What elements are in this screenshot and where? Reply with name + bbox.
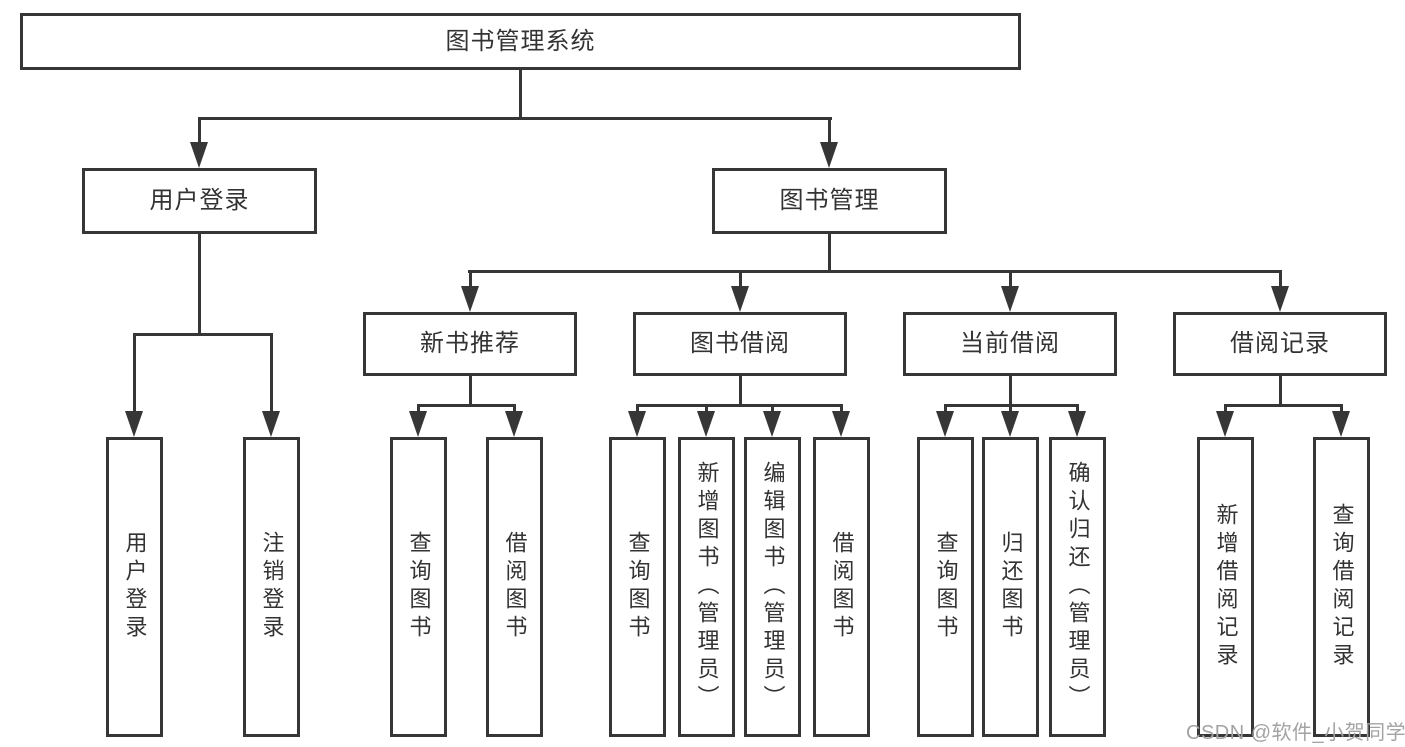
node-new-book-recommendation: 新书推荐 <box>363 312 577 376</box>
connector-l3-drop1 <box>469 272 472 288</box>
connector-g2-hline <box>636 404 843 407</box>
leaf-borrow-book-borrowing-label: 借阅图书 <box>829 531 855 643</box>
node-borrowing-records: 借阅记录 <box>1173 312 1387 376</box>
connector-bookmgmt-stub <box>828 233 831 272</box>
connector-l3-drop3 <box>1009 272 1012 288</box>
leaf-query-borrow-record-label: 查询借阅记录 <box>1329 503 1355 671</box>
leaf-add-book-admin: 新增图书（管理员） <box>678 437 735 737</box>
connector-leaf-stub <box>771 406 774 415</box>
arrow-down-icon <box>1332 411 1350 437</box>
connector-g2-stub <box>739 375 742 406</box>
arrow-down-icon <box>763 411 781 437</box>
leaf-return-book: 归还图书 <box>982 437 1039 737</box>
connector-leaf-stub <box>417 406 420 415</box>
connector-leaf-stub <box>1340 406 1343 415</box>
node-user-login-label: 用户登录 <box>149 187 250 214</box>
connector-leaf-stub <box>636 406 639 415</box>
leaf-user-login-label: 用户登录 <box>122 531 148 643</box>
node-borrowing-records-label: 借阅记录 <box>1230 330 1330 357</box>
arrow-down-icon <box>832 411 850 437</box>
arrow-down-icon <box>1001 411 1019 437</box>
connector-leaf-stub <box>944 406 947 415</box>
node-root-label: 图书管理系统 <box>445 27 596 55</box>
leaf-confirm-return-admin: 确认归还（管理员） <box>1049 437 1106 737</box>
node-current-borrowing-label: 当前借阅 <box>960 330 1060 357</box>
node-current-borrowing: 当前借阅 <box>903 312 1117 376</box>
leaf-user-login: 用户登录 <box>106 437 163 737</box>
connector-l2-drop-right <box>828 119 831 145</box>
leaf-query-book-current-label: 查询图书 <box>933 531 959 643</box>
arrow-down-icon <box>125 411 143 437</box>
connector-userlogin-drop1 <box>133 335 136 413</box>
leaf-query-book-recommend-label: 查询图书 <box>406 531 432 643</box>
connector-leaf-stub <box>840 406 843 415</box>
connector-g4-stub <box>1279 375 1282 406</box>
csdn-watermark: CSDN @软件_小贺同学 <box>1186 722 1405 744</box>
leaf-return-book-label: 归还图书 <box>998 531 1024 643</box>
leaf-borrow-book-recommend-label: 借阅图书 <box>502 531 528 643</box>
leaf-add-borrow-record-label: 新增借阅记录 <box>1213 503 1239 671</box>
arrow-down-icon <box>731 286 749 312</box>
connector-userlogin-hline <box>133 333 273 336</box>
node-root: 图书管理系统 <box>20 13 1021 70</box>
leaf-edit-book-admin: 编辑图书（管理员） <box>744 437 801 737</box>
leaf-edit-book-admin-label: 编辑图书（管理员） <box>760 461 786 713</box>
node-book-management: 图书管理 <box>712 168 947 234</box>
arrow-down-icon <box>190 142 208 168</box>
connector-g3-stub <box>1009 375 1012 406</box>
arrow-down-icon <box>697 411 715 437</box>
leaf-confirm-return-admin-label: 确认归还（管理员） <box>1065 461 1091 713</box>
leaf-borrow-book-recommend: 借阅图书 <box>486 437 543 737</box>
arrow-down-icon <box>409 411 427 437</box>
leaf-borrow-book-borrowing: 借阅图书 <box>813 437 870 737</box>
connector-g1-hline <box>417 404 516 407</box>
arrow-down-icon <box>1216 411 1234 437</box>
node-book-borrowing: 图书借阅 <box>633 312 847 376</box>
leaf-query-borrow-record: 查询借阅记录 <box>1313 437 1370 737</box>
arrow-down-icon <box>1001 286 1019 312</box>
arrow-down-icon <box>262 411 280 437</box>
connector-l3-hline <box>468 270 1282 273</box>
arrow-down-icon <box>505 411 523 437</box>
leaf-add-borrow-record: 新增借阅记录 <box>1197 437 1254 737</box>
connector-l3-drop2 <box>739 272 742 288</box>
node-user-login: 用户登录 <box>82 168 317 234</box>
connector-userlogin-drop2 <box>270 335 273 413</box>
connector-l3-drop4 <box>1279 272 1282 288</box>
leaf-query-book-current: 查询图书 <box>917 437 974 737</box>
connector-leaf-stub <box>1076 406 1079 415</box>
leaf-add-book-admin-label: 新增图书（管理员） <box>694 461 720 713</box>
arrow-down-icon <box>461 286 479 312</box>
node-book-borrowing-label: 图书借阅 <box>690 330 790 357</box>
leaf-logout-label: 注销登录 <box>259 531 285 643</box>
connector-leaf-stub <box>513 406 516 415</box>
connector-root-stub <box>519 69 522 120</box>
connector-userlogin-stub <box>198 233 201 336</box>
connector-g4-hline <box>1224 404 1343 407</box>
leaf-logout: 注销登录 <box>243 437 300 737</box>
node-book-management-label: 图书管理 <box>779 187 880 214</box>
connector-g3-hline <box>944 404 1079 407</box>
connector-g1-stub <box>469 375 472 406</box>
arrow-down-icon <box>936 411 954 437</box>
connector-leaf-stub <box>1009 406 1012 415</box>
arrow-down-icon <box>820 142 838 168</box>
connector-l2-hline <box>198 117 832 120</box>
leaf-query-book-borrowing-label: 查询图书 <box>625 531 651 643</box>
node-new-book-recommendation-label: 新书推荐 <box>420 330 520 357</box>
connector-leaf-stub <box>705 406 708 415</box>
arrow-down-icon <box>1068 411 1086 437</box>
connector-l2-drop-left <box>198 119 201 145</box>
arrow-down-icon <box>1271 286 1289 312</box>
leaf-query-book-recommend: 查询图书 <box>390 437 447 737</box>
leaf-query-book-borrowing: 查询图书 <box>609 437 666 737</box>
connector-leaf-stub <box>1224 406 1227 415</box>
arrow-down-icon <box>628 411 646 437</box>
